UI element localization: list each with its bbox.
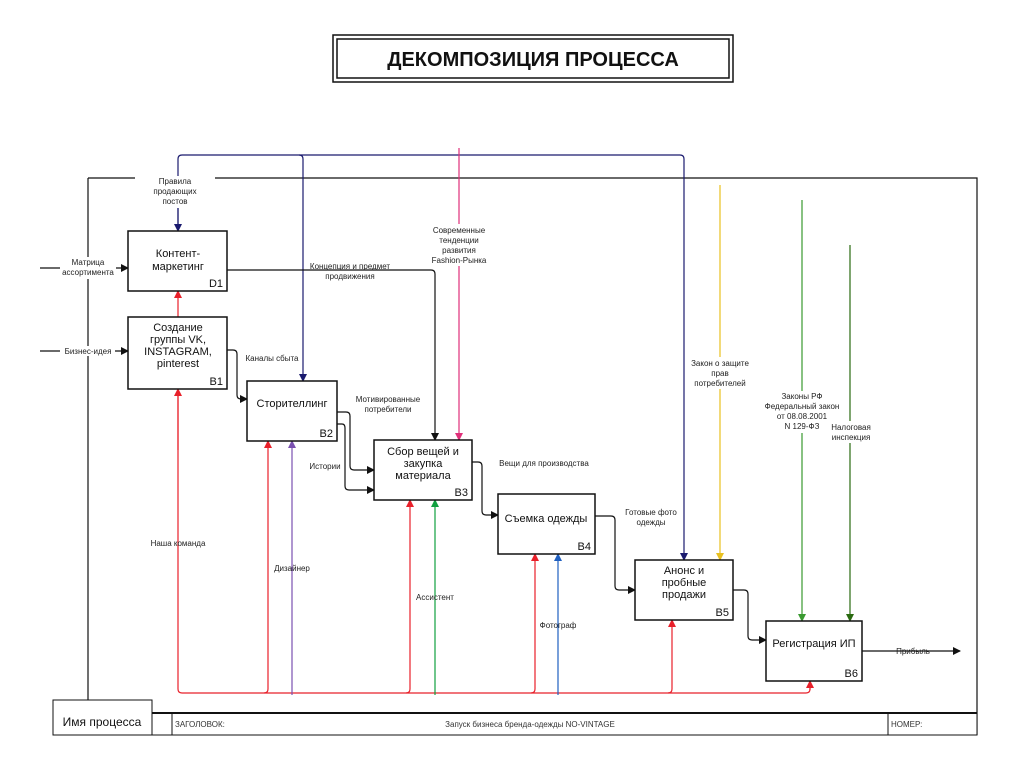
- arrow-team-b5: [667, 619, 676, 694]
- arrow-motivated: [337, 411, 375, 474]
- arrow-stories: [337, 423, 375, 494]
- svg-text:Съемка одежды: Съемка одежды: [505, 513, 588, 525]
- process-name-tab: Имя процесса: [63, 715, 142, 729]
- label-things: Вещи для производства: [499, 459, 589, 468]
- arrow-team-b2: [263, 440, 272, 694]
- arrow-channels: [227, 349, 248, 403]
- label-profit: Прибыль: [896, 647, 930, 656]
- svg-text:D1: D1: [209, 278, 223, 290]
- title-text: ДЕКОМПОЗИЦИЯ ПРОЦЕССА: [387, 49, 679, 71]
- label-channels: Каналы сбыта: [246, 354, 300, 363]
- label-photographer: Фотограф: [540, 621, 577, 630]
- line-team: [177, 389, 811, 694]
- svg-text:B5: B5: [716, 607, 729, 619]
- arrow-navy-b5: [177, 154, 688, 561]
- svg-text:Регистрация ИП: Регистрация ИП: [772, 638, 855, 650]
- label-stories: Истории: [309, 462, 340, 471]
- arrow-b5-b6: [733, 589, 767, 644]
- arrow-photos: [595, 515, 636, 594]
- label-team: Наша команда: [151, 539, 206, 548]
- label-idea: Бизнес-идея: [65, 347, 112, 356]
- svg-text:Сторителлинг: Сторителлинг: [257, 398, 328, 410]
- heading-label: ЗАГОЛОВОК:: [175, 720, 225, 729]
- svg-text:B6: B6: [845, 668, 858, 680]
- box-d1[interactable]: Контент-маркетинг D1: [127, 230, 228, 292]
- number-label: НОМЕР:: [891, 720, 922, 729]
- svg-text:B2: B2: [320, 428, 333, 440]
- box-b2[interactable]: Сторителлинг B2: [246, 380, 338, 442]
- diagram-title: ДЕКОМПОЗИЦИЯ ПРОЦЕССА: [332, 34, 734, 83]
- svg-text:B3: B3: [455, 487, 468, 499]
- svg-text:B4: B4: [578, 541, 591, 553]
- label-designer: Дизайнер: [274, 564, 310, 573]
- arrow-team-b4: [530, 553, 539, 694]
- label-assistant: Ассистент: [416, 593, 454, 602]
- svg-text:Контент-маркетинг: Контент-маркетинг: [152, 248, 204, 273]
- arrow-team-b3: [405, 499, 414, 694]
- arrow-concept: [227, 269, 439, 441]
- arrow-things: [472, 461, 499, 519]
- box-b6[interactable]: Регистрация ИП B6: [765, 620, 863, 682]
- svg-text:B1: B1: [210, 376, 223, 388]
- footer: Имя процесса ЗАГОЛОВОК: Запуск бизнеса б…: [52, 699, 978, 736]
- box-b4[interactable]: Съемка одежды B4: [497, 493, 596, 555]
- arrow-navy-b2: [298, 154, 307, 382]
- heading-value: Запуск бизнеса бренда-одежды NO-VINTAGE: [445, 720, 615, 729]
